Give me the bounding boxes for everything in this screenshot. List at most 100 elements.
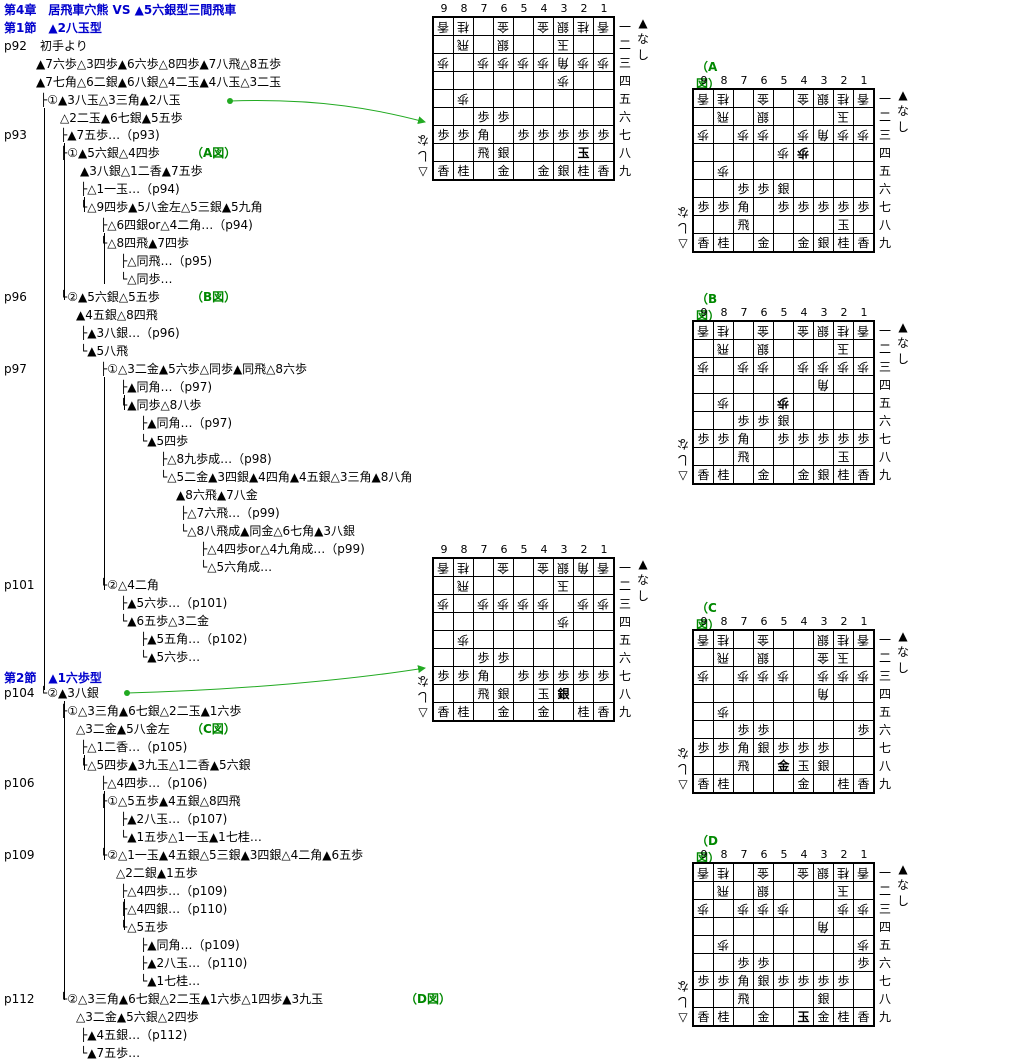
row-number: 四 <box>878 146 891 160</box>
sente-hand: ▲ <box>638 16 648 30</box>
board-square <box>794 649 814 667</box>
shogi-piece: 桂 <box>837 777 850 791</box>
board-square: 銀 <box>774 412 794 430</box>
board-square <box>854 376 873 394</box>
board-square <box>714 180 734 198</box>
board-square: 歩 <box>834 667 854 685</box>
move-line: └▲1七桂… <box>140 974 201 988</box>
board-square <box>574 685 594 703</box>
gote-hand: ▽ <box>678 468 688 482</box>
board-square: 歩 <box>594 126 613 144</box>
board-square <box>854 703 873 721</box>
board-square <box>774 631 794 649</box>
board-square: 飛 <box>454 577 474 595</box>
board-square <box>694 918 714 936</box>
board-square: 歩 <box>734 954 754 972</box>
sente-hand: し <box>636 589 649 603</box>
row-number: 四 <box>618 615 631 629</box>
tree-connector-line <box>124 899 125 930</box>
board-grid: 香桂金金銀桂香飛銀玉歩歩歩歩歩角歩歩歩歩歩歩歩歩角歩歩歩歩歩飛銀玉香桂金金銀桂香 <box>432 16 615 181</box>
board-square: 歩 <box>534 54 554 72</box>
shogi-piece: 玉 <box>837 450 850 464</box>
board-square: 歩 <box>714 936 734 954</box>
board-square <box>714 448 734 466</box>
board-square <box>714 721 734 739</box>
shogi-piece: 銀 <box>777 182 790 196</box>
board-square <box>594 685 613 703</box>
sente-hand: し <box>636 48 649 62</box>
board-square: 歩 <box>534 595 554 613</box>
move-line: └▲5六歩… <box>140 650 201 664</box>
shogi-piece: 歩 <box>797 974 810 988</box>
board-square: 歩 <box>574 54 594 72</box>
row-number: 九 <box>878 468 891 482</box>
board-square: 金 <box>814 649 834 667</box>
board-square <box>434 144 454 162</box>
board-square <box>514 18 534 36</box>
board-square <box>834 721 854 739</box>
board-square: 歩 <box>494 108 514 126</box>
board-square: 歩 <box>814 358 834 376</box>
column-number: 1 <box>600 2 608 15</box>
shogi-piece: 歩 <box>577 669 590 683</box>
board-square: 歩 <box>494 595 514 613</box>
move-line: ├△1一玉…（p94) <box>80 182 180 196</box>
shogi-piece: 桂 <box>457 705 470 719</box>
move-line: └②▲5六銀△5五歩 <box>60 290 160 304</box>
column-number: 7 <box>740 74 748 87</box>
board-square: 歩 <box>694 900 714 918</box>
board-square: 金 <box>754 322 774 340</box>
board-square <box>754 376 774 394</box>
board-square: 桂 <box>714 1008 734 1025</box>
board-square: 歩 <box>574 667 594 685</box>
board-square <box>774 322 794 340</box>
board-square <box>474 18 494 36</box>
board-square <box>774 162 794 180</box>
board-square: 桂 <box>834 322 854 340</box>
board-square <box>434 108 454 126</box>
board-square <box>694 954 714 972</box>
board-square <box>814 144 834 162</box>
row-number: 二 <box>618 579 631 593</box>
board-square <box>774 90 794 108</box>
sente-hand: ▲ <box>898 862 908 876</box>
board-square: 桂 <box>714 90 734 108</box>
board-square <box>854 882 873 900</box>
shogi-piece: 歩 <box>777 974 790 988</box>
board-square <box>594 631 613 649</box>
board-square: 歩 <box>494 649 514 667</box>
column-number: 9 <box>700 74 708 87</box>
board-square <box>514 649 534 667</box>
board-square: 香 <box>434 703 454 720</box>
gote-hand: ▽ <box>418 164 428 178</box>
move-line: └△8四飛▲7四歩 <box>100 236 189 250</box>
board-square: 歩 <box>774 667 794 685</box>
move-line: △3二金▲5六銀△2四歩 <box>76 1010 199 1024</box>
connector-arrow-1 <box>229 100 426 125</box>
board-square <box>474 72 494 90</box>
move-line: △2二銀▲1五歩 <box>116 866 198 880</box>
shogi-piece: 角 <box>477 669 490 683</box>
shogi-piece: 玉 <box>577 146 590 160</box>
move-line: ├▲4五銀…（p112) <box>80 1028 188 1042</box>
board-square <box>594 649 613 667</box>
board-square <box>754 144 774 162</box>
sente-hand: ▲ <box>898 629 908 643</box>
board-square <box>794 918 814 936</box>
column-number: 6 <box>760 615 768 628</box>
board-square <box>774 918 794 936</box>
move-line: ├△同飛…（p95) <box>120 254 213 268</box>
board-square <box>574 613 594 631</box>
board-square <box>734 394 754 412</box>
row-number: 二 <box>878 342 891 356</box>
board-square: 桂 <box>834 466 854 483</box>
board-square <box>694 685 714 703</box>
row-number: 六 <box>878 414 891 428</box>
sente-hand: し <box>896 661 909 675</box>
shogi-piece: 香 <box>697 777 710 791</box>
shogi-piece: 歩 <box>757 723 770 737</box>
board-square <box>714 757 734 775</box>
board-square: 角 <box>474 667 494 685</box>
board-square: 歩 <box>714 739 734 757</box>
board-square <box>454 649 474 667</box>
